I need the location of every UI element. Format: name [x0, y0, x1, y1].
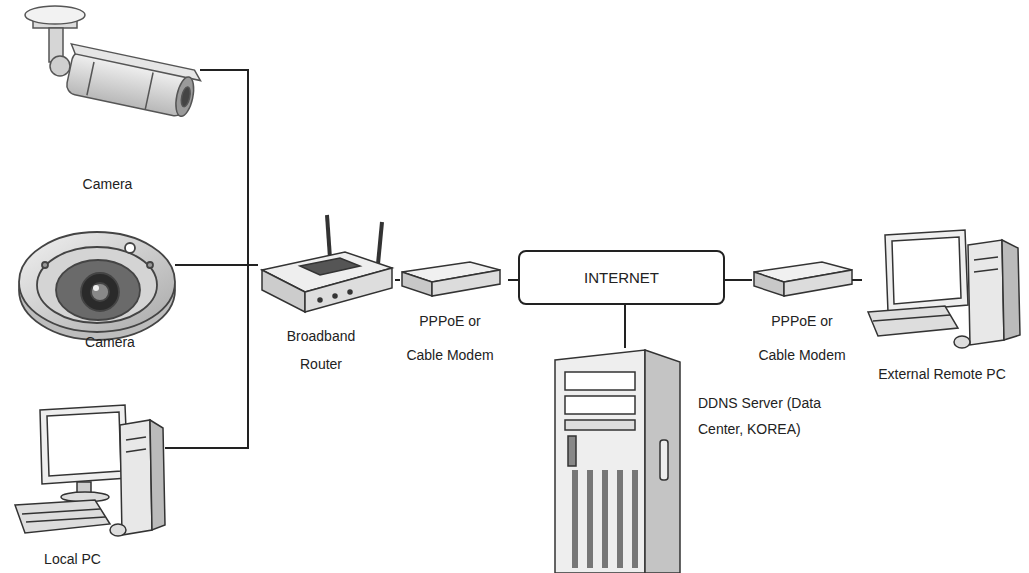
device-caption: Camera — [25, 175, 190, 193]
bullet-camera — [145, 73, 153, 110]
server-tower — [572, 470, 578, 568]
desktop-pc — [40, 405, 128, 484]
cable-modem — [402, 272, 432, 296]
device-caption: External Remote PC — [862, 365, 1022, 383]
wireless-router — [262, 270, 305, 312]
internet-box: INTERNET — [518, 250, 725, 305]
router-node: Broadband Router — [258, 222, 395, 377]
bullet-camera — [180, 86, 192, 107]
desktop-pc — [974, 257, 998, 260]
modem-node: PPPoE or Cable Modem — [752, 262, 852, 362]
server-tower — [555, 350, 645, 573]
pc-node: Local PC — [10, 400, 165, 570]
desktop-pc — [22, 509, 100, 514]
network-cable — [165, 265, 258, 448]
cable-modem — [784, 270, 852, 296]
wireless-router — [327, 215, 330, 258]
wireless-router — [318, 298, 322, 302]
dome-camera — [147, 262, 153, 268]
desktop-pc — [892, 237, 961, 304]
desktop-pc — [47, 412, 121, 476]
bullet-camera — [87, 62, 94, 95]
wireless-router — [305, 268, 392, 312]
bullet-camera — [173, 75, 197, 117]
camera-node: Camera — [25, 5, 200, 195]
server-tower — [602, 470, 608, 568]
bullet-camera — [61, 44, 202, 120]
desktop-pc — [968, 240, 1004, 345]
box-label: INTERNET — [584, 269, 659, 287]
desktop-pc — [1002, 240, 1020, 340]
network-cable — [395, 279, 400, 281]
desktop-pc — [110, 524, 126, 536]
bullet-camera — [25, 6, 85, 24]
server-tower — [632, 470, 638, 568]
dome-camera — [56, 260, 140, 320]
dome-camera — [37, 247, 157, 323]
server-tower — [617, 470, 623, 568]
network-cable — [200, 70, 258, 265]
network-cable — [175, 264, 258, 266]
device-caption: Camera — [20, 333, 200, 351]
desktop-pc — [26, 517, 105, 522]
pc-node: External Remote PC — [862, 228, 1022, 388]
wireless-router — [300, 258, 360, 275]
desktop-pc — [974, 269, 998, 272]
server-node: DDNS Server (Data Center, KOREA) — [548, 348, 878, 573]
wireless-router — [378, 222, 382, 264]
desktop-pc — [868, 230, 1020, 348]
modem-node: PPPoE or Cable Modem — [400, 262, 508, 362]
desktop-pc — [126, 449, 146, 452]
server-tower — [587, 470, 593, 568]
server-tower — [645, 350, 680, 573]
cable-modem — [754, 262, 852, 296]
server-tower — [568, 436, 576, 466]
desktop-pc — [868, 306, 958, 336]
desktop-pc — [15, 405, 165, 536]
dome-camera — [125, 243, 135, 253]
cable-modem — [432, 270, 500, 296]
desktop-pc — [126, 437, 146, 440]
wireless-router — [333, 294, 337, 298]
bullet-camera — [50, 56, 70, 76]
desktop-pc — [15, 500, 110, 533]
network-cable — [725, 279, 752, 281]
device-caption: Local PC — [10, 550, 135, 568]
device-caption: Broadband Router — [276, 322, 366, 378]
server-tower — [660, 440, 668, 480]
wireless-router — [348, 290, 352, 294]
cable-modem — [754, 272, 784, 296]
network-cable — [624, 305, 626, 348]
desktop-pc — [150, 420, 165, 530]
device-caption: DDNS Server (Data Center, KOREA) — [698, 390, 858, 442]
desktop-pc — [885, 230, 968, 312]
dome-camera — [19, 232, 175, 340]
camera-node: Camera — [20, 225, 175, 355]
dome-camera — [42, 262, 48, 268]
server-tower — [555, 350, 680, 573]
server-tower — [565, 396, 635, 414]
desktop-pc — [120, 420, 152, 535]
wireless-router — [262, 215, 392, 312]
cable-modem — [402, 262, 500, 296]
server-tower — [565, 372, 635, 390]
bullet-camera — [69, 44, 202, 81]
desktop-pc — [873, 315, 950, 321]
network-cable — [852, 279, 862, 281]
dome-camera — [81, 273, 119, 311]
dome-camera — [19, 232, 175, 332]
device-caption: PPPoE or Cable Modem — [404, 304, 496, 372]
bullet-camera — [25, 6, 202, 120]
device-caption: PPPoE or Cable Modem — [756, 304, 848, 372]
network-cable — [508, 279, 518, 281]
server-tower — [565, 420, 635, 430]
dome-camera — [91, 283, 109, 301]
dome-camera — [93, 285, 99, 291]
desktop-pc — [954, 336, 970, 348]
